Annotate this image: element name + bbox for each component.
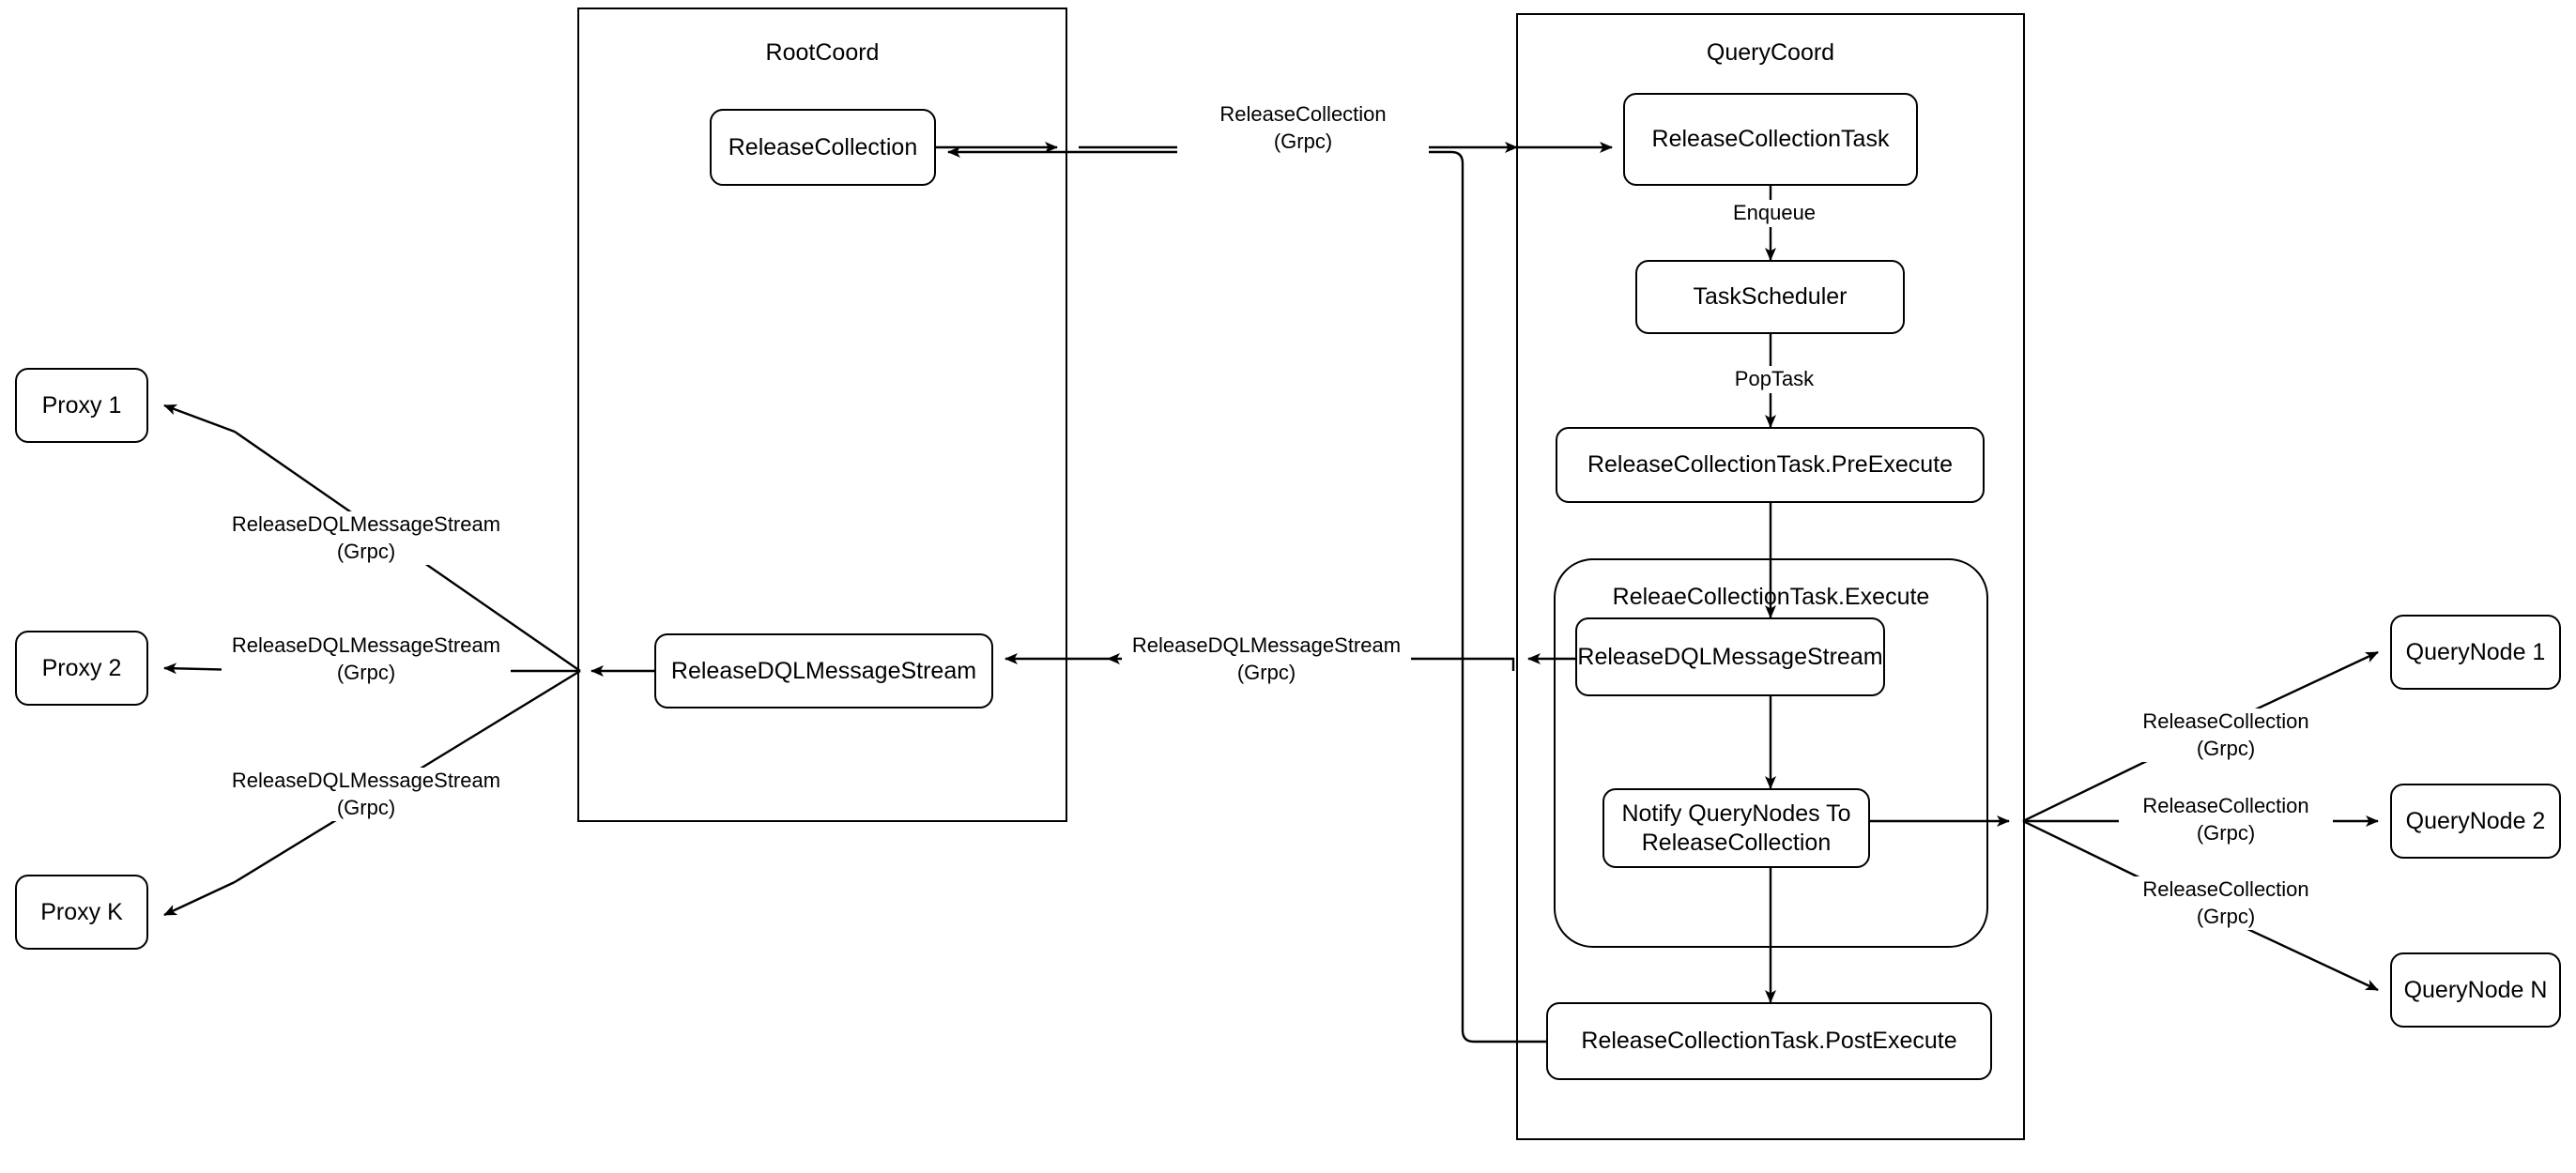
node-label: Proxy 1 (41, 391, 122, 419)
node-querynode-n[interactable]: QueryNode N (2390, 952, 2561, 1028)
node-label: ReleaseCollectionTask.PostExecute (1581, 1028, 1957, 1055)
node-rootcoord-release-collection[interactable]: ReleaseCollection (710, 109, 936, 186)
edge-label-release-collection-grpc: ReleaseCollection (Grpc) (1177, 101, 1429, 156)
node-proxy-1[interactable]: Proxy 1 (15, 368, 148, 443)
group-execute (1554, 558, 1988, 948)
group-execute-title: ReleaeCollectionTask.Execute (1612, 584, 1930, 610)
edge-label-dql-querycoord-to-rootcoord: ReleaseDQLMessageStream (Grpc) (1122, 632, 1411, 687)
group-querycoord (1516, 13, 2025, 1140)
node-querynode-2[interactable]: QueryNode 2 (2390, 784, 2561, 859)
edge-label-dql-proxy-k: ReleaseDQLMessageStream (Grpc) (222, 768, 511, 822)
node-label: ReleaseCollection (728, 133, 918, 160)
node-execute-release-dql-message-stream[interactable]: ReleaseDQLMessageStream (1575, 617, 1885, 696)
group-rootcoord-title: RootCoord (765, 39, 880, 66)
node-proxy-k[interactable]: Proxy K (15, 875, 148, 950)
node-label: QueryNode 2 (2405, 807, 2546, 834)
node-querynode-1[interactable]: QueryNode 1 (2390, 615, 2561, 690)
node-proxy-2[interactable]: Proxy 2 (15, 631, 148, 706)
node-task-scheduler[interactable]: TaskScheduler (1635, 260, 1905, 334)
node-label: Proxy 2 (41, 654, 122, 681)
node-release-collection-task[interactable]: ReleaseCollectionTask (1623, 93, 1918, 186)
node-release-collection-task-post-execute[interactable]: ReleaseCollectionTask.PostExecute (1546, 1002, 1992, 1080)
node-notify-querynodes-to-release-collection[interactable]: Notify QueryNodes To ReleaseCollection (1602, 788, 1870, 868)
edge-label-release-collection-querynode-2: ReleaseCollection (Grpc) (2119, 793, 2333, 847)
edge-label-dql-proxy-1: ReleaseDQLMessageStream (Grpc) (222, 511, 511, 566)
edge-label-release-collection-querynode-1: ReleaseCollection (Grpc) (2119, 708, 2333, 763)
node-label: QueryNode 1 (2405, 638, 2546, 665)
edge-label-enqueue: Enqueue (1695, 200, 1853, 227)
edge-label-dql-proxy-2: ReleaseDQLMessageStream (Grpc) (222, 632, 511, 687)
group-querycoord-title: QueryCoord (1706, 39, 1835, 66)
node-label: Notify QueryNodes To ReleaseCollection (1621, 800, 1851, 856)
node-label: TaskScheduler (1693, 283, 1848, 311)
edge-label-poptask: PopTask (1695, 366, 1853, 393)
node-label: ReleaseCollectionTask (1651, 126, 1890, 153)
node-label: ReleaseDQLMessageStream (670, 657, 977, 684)
node-rootcoord-release-dql-message-stream[interactable]: ReleaseDQLMessageStream (654, 633, 993, 708)
node-release-collection-task-pre-execute[interactable]: ReleaseCollectionTask.PreExecute (1556, 427, 1985, 503)
node-label: ReleaseDQLMessageStream (1577, 643, 1883, 670)
node-label: Proxy K (40, 898, 123, 925)
node-label: ReleaseCollectionTask.PreExecute (1587, 451, 1954, 479)
node-label: QueryNode N (2403, 976, 2548, 1003)
edge-label-release-collection-querynode-n: ReleaseCollection (Grpc) (2119, 876, 2333, 931)
group-rootcoord (577, 8, 1067, 822)
